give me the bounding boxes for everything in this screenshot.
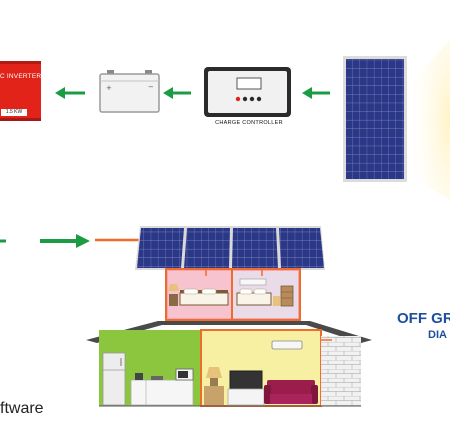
sun-glow	[408, 40, 450, 200]
battery-icon: + −	[99, 70, 160, 113]
svg-text:+: +	[106, 84, 112, 92]
diagram-title: OFF GR	[397, 310, 450, 327]
arrow-panel-to-controller	[302, 87, 330, 99]
arrow-battery-to-inverter	[55, 87, 85, 99]
charge-controller-icon	[204, 67, 291, 117]
sofa-icon	[264, 380, 318, 404]
tv-icon	[227, 370, 265, 406]
solar-panel-icon	[343, 56, 407, 182]
inverter-rating: 1.5 KW	[1, 109, 27, 116]
upper-floor	[165, 268, 301, 321]
kitchen-counter-icon	[130, 373, 194, 406]
microwave-icon	[175, 368, 194, 381]
inverter-label: C INVERTER	[0, 73, 42, 80]
roof-solar-panels	[135, 226, 325, 270]
diagram-subtitle: DIA	[428, 329, 447, 341]
arrow-controller-to-battery	[163, 87, 191, 99]
charge-controller-label: CHARGE CONTROLLER	[215, 120, 283, 126]
air-conditioner-icon	[271, 340, 303, 350]
footer-text: ftware	[0, 400, 44, 417]
svg-text:−: −	[148, 83, 154, 91]
refrigerator-icon	[102, 352, 126, 406]
lamp-icon	[204, 367, 224, 405]
arrow-to-house	[40, 234, 90, 248]
